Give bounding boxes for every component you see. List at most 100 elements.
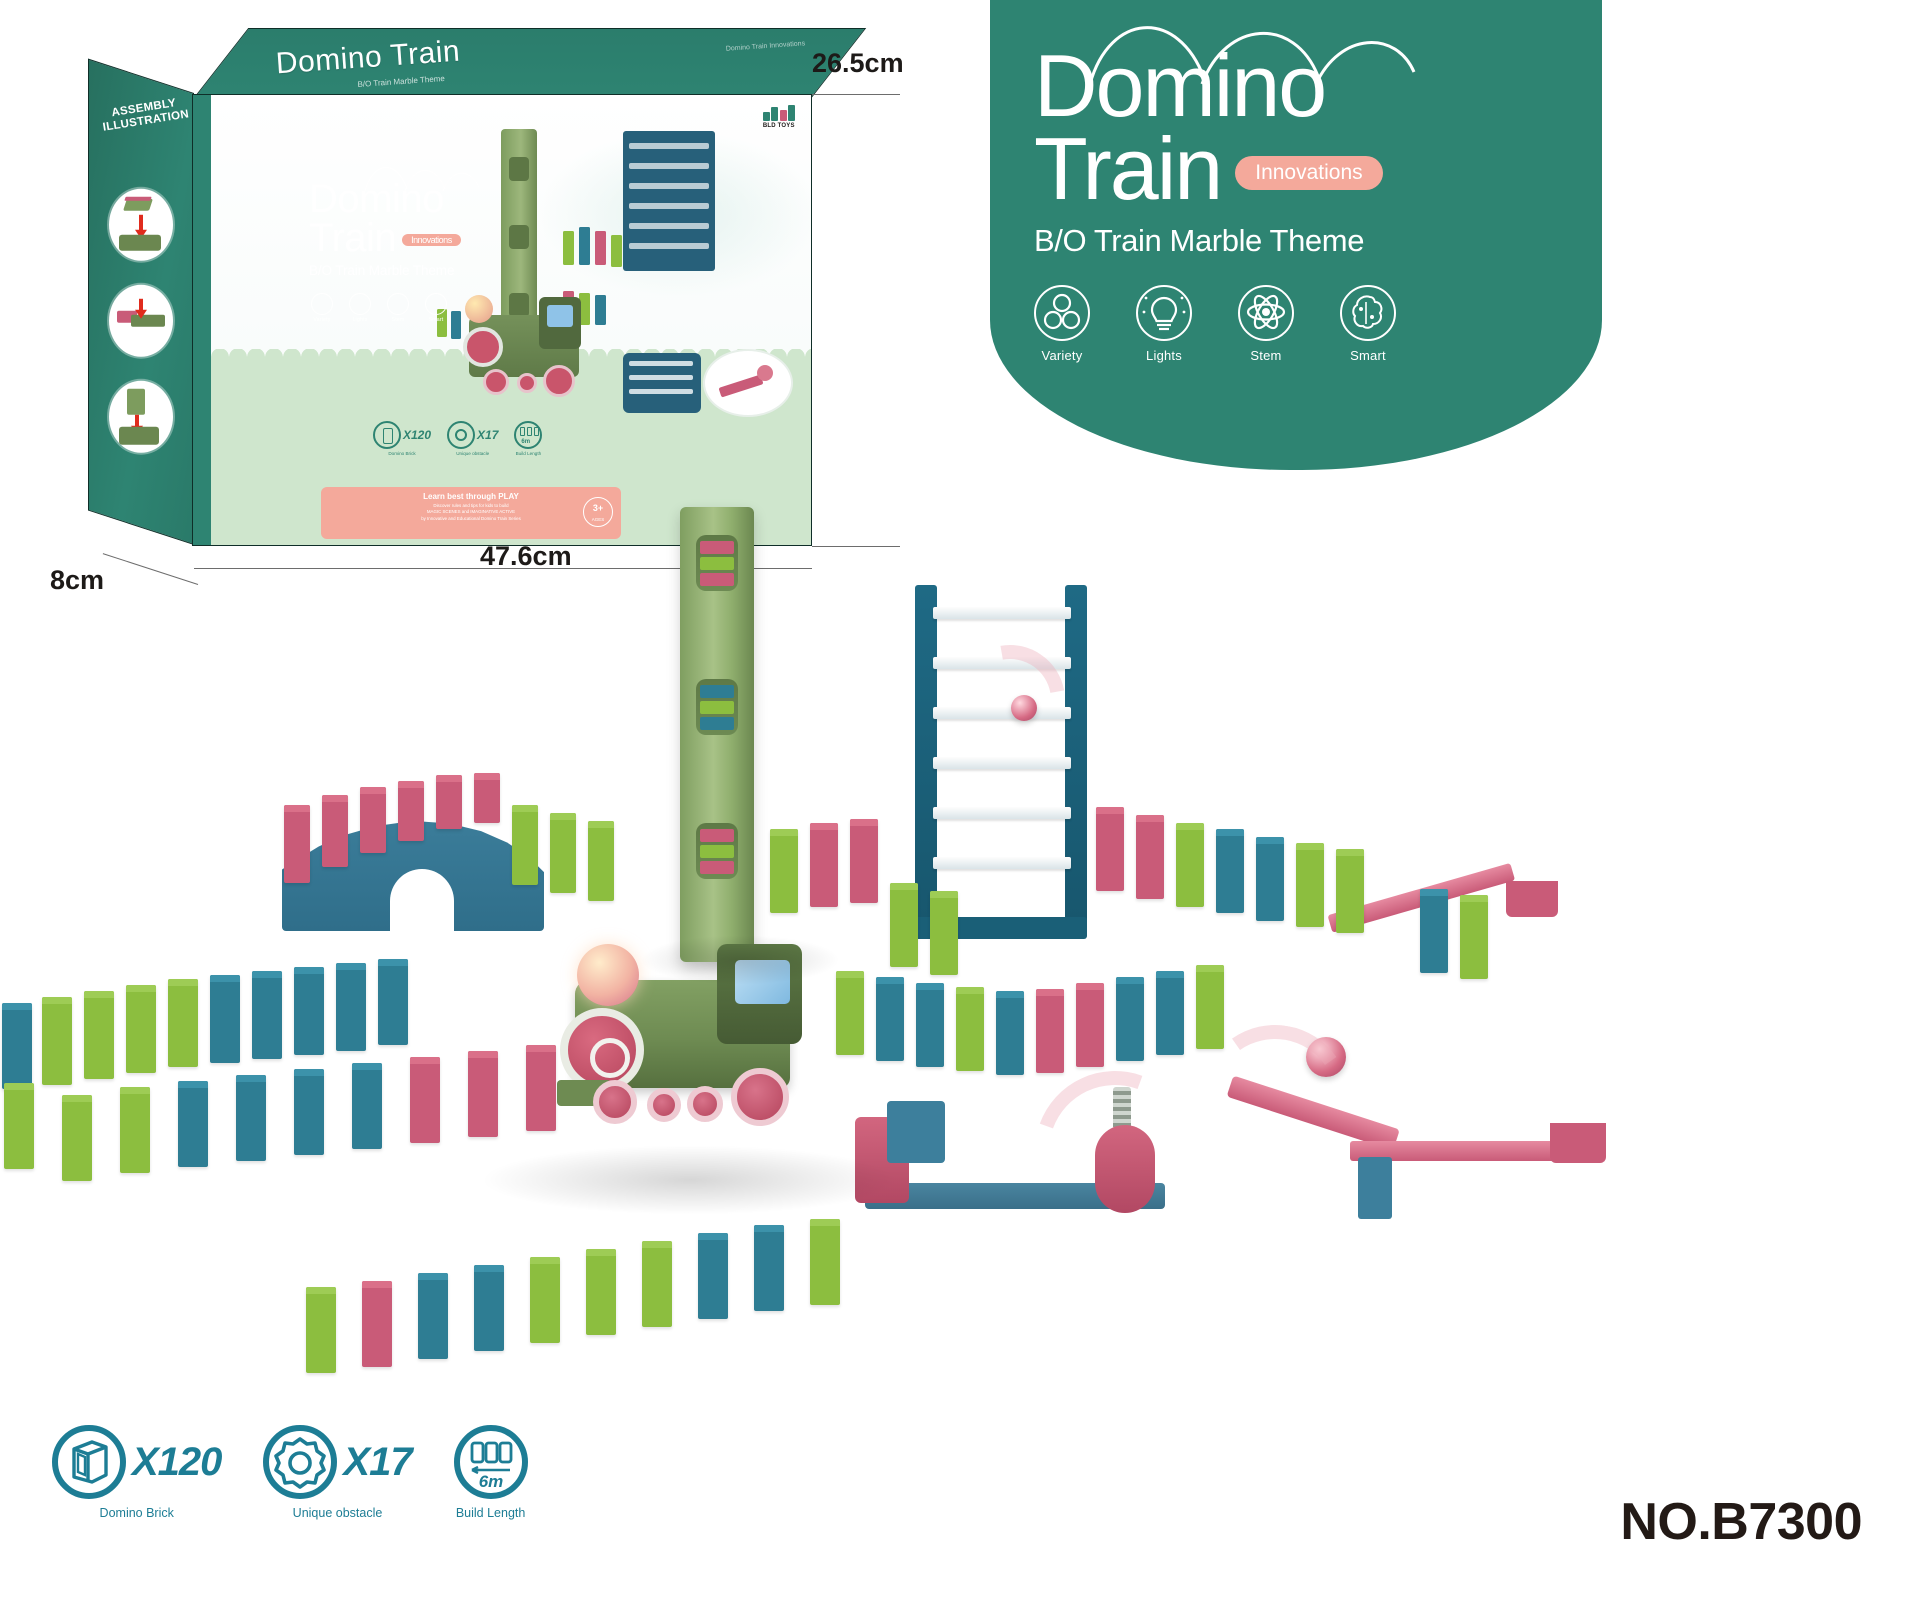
dimension-height-label: 26.5cm bbox=[812, 48, 904, 78]
box-top-mini-text: Domino Train Innovations bbox=[725, 40, 805, 53]
stem-icon bbox=[387, 293, 409, 315]
train-headlamp bbox=[577, 944, 639, 1006]
dimension-width-label: 47.6cm bbox=[480, 541, 572, 571]
train-wheel bbox=[593, 1080, 637, 1124]
spec-label: Unique obstacle bbox=[292, 1506, 383, 1520]
box-front-train-wheel bbox=[483, 369, 509, 395]
box-front-spec-icons: X120 Domino Brick X17 Unique obstacle bbox=[373, 421, 543, 456]
tower-brick bbox=[700, 557, 734, 570]
tower-brick bbox=[700, 541, 734, 554]
spec-label: Build Length bbox=[455, 1506, 526, 1520]
box-spec-label: Unique obstacle bbox=[456, 451, 490, 456]
marble-ball bbox=[1306, 1037, 1346, 1077]
domino-brick-icon bbox=[52, 1425, 126, 1499]
box-front-innovations-badge: Innovations bbox=[402, 233, 461, 247]
tower-brick bbox=[700, 573, 734, 586]
bld-logo-text: BLD TOYS bbox=[762, 123, 795, 129]
specification-icon-row: X120 Domino Brick X17 Unique obstacle bbox=[52, 1425, 528, 1520]
tower-brick bbox=[700, 717, 734, 730]
box-spec-value: X17 bbox=[477, 428, 499, 442]
right-track-cup bbox=[1506, 881, 1558, 917]
assembly-step-1-bubble bbox=[109, 188, 173, 261]
gear-obstacle-icon bbox=[447, 421, 476, 449]
feature-label: Smart bbox=[1350, 347, 1386, 363]
feature-label: Variety bbox=[1041, 347, 1083, 363]
box-front-train-wheel bbox=[517, 373, 537, 393]
age-badge: 3+ AGES bbox=[583, 497, 613, 527]
build-length-value: 6m bbox=[478, 1472, 503, 1491]
dimension-line-width bbox=[194, 568, 812, 569]
spec-value: X17 bbox=[343, 1439, 412, 1484]
motion-swoosh bbox=[933, 623, 1087, 777]
feature-icon-stem: Stem bbox=[1238, 284, 1294, 363]
feature-icon-lights: Lights bbox=[1136, 284, 1192, 363]
box-front-marble-wall bbox=[623, 131, 715, 271]
box-front-inset-marblewall bbox=[623, 353, 701, 413]
box-front-title-line1: Domino bbox=[309, 177, 444, 221]
headline-subtitle: B/O Train Marble Theme bbox=[1034, 222, 1365, 258]
headline-arc-decoration bbox=[1088, 26, 1416, 85]
marble-tower-shelf bbox=[933, 857, 1071, 869]
box-spec-label: Domino Brick bbox=[388, 451, 416, 456]
domino-dispenser-tower bbox=[680, 507, 754, 962]
marble-tower-shelf bbox=[933, 607, 1071, 619]
domino-brick-icon bbox=[373, 421, 401, 449]
variety-icon bbox=[1034, 284, 1090, 341]
lights-icon bbox=[349, 293, 371, 315]
stem-icon bbox=[1238, 284, 1294, 341]
innovations-badge: Innovations bbox=[1235, 155, 1383, 190]
marble-tower-base bbox=[915, 917, 1087, 939]
box-feature-icon-lights: Lights bbox=[349, 293, 371, 323]
product-package-box: Domino Train B/O Train Marble Theme Domi… bbox=[88, 28, 900, 585]
box-front-feature-icons: Variety Lights Stem Smart bbox=[311, 293, 447, 323]
box-spec-label: Build Length bbox=[515, 451, 542, 456]
dimension-line-top bbox=[812, 94, 900, 95]
gear-obstacle-icon bbox=[263, 1425, 338, 1499]
box-feature-icon-variety: Variety bbox=[311, 293, 333, 323]
box-feature-label: Lights bbox=[352, 317, 368, 323]
bld-toys-logo: BLD TOYS bbox=[762, 105, 795, 129]
launcher-plate bbox=[887, 1101, 945, 1163]
train-window bbox=[735, 960, 790, 1004]
assembly-step-2-bubble bbox=[109, 284, 173, 357]
feature-icon-variety: Variety bbox=[1034, 284, 1090, 363]
spec-domino-brick: X120 Domino Brick bbox=[52, 1425, 222, 1520]
assembly-step-3-bubble bbox=[109, 380, 173, 453]
ramp-obstacle bbox=[1188, 1013, 1630, 1225]
tower-brick bbox=[700, 685, 734, 698]
train-face-ring bbox=[590, 1038, 630, 1078]
dimension-depth-label: 8cm bbox=[50, 565, 105, 595]
marble-tower-shelf bbox=[933, 807, 1071, 819]
ramp-post bbox=[1358, 1157, 1392, 1219]
box-front-train-wheel bbox=[543, 365, 575, 397]
lights-icon bbox=[1136, 284, 1192, 341]
main-product-scene bbox=[0, 505, 1920, 1605]
smart-icon bbox=[425, 293, 447, 315]
tower-brick bbox=[700, 829, 734, 842]
train-front-face bbox=[560, 1008, 644, 1092]
motion-swoosh bbox=[1008, 1044, 1222, 1258]
box-front-domino-tower bbox=[501, 129, 537, 344]
feature-label: Lights bbox=[1146, 347, 1182, 363]
box-spec-build-length: 6m Build Length bbox=[514, 421, 543, 456]
marble-run-tower bbox=[915, 585, 1087, 939]
train-wheel bbox=[687, 1086, 723, 1122]
box-front-train-face bbox=[463, 327, 503, 367]
bridge-arch-opening bbox=[390, 869, 454, 931]
spec-unique-obstacle: X17 Unique obstacle bbox=[263, 1425, 413, 1520]
headline-title-line1: Domino bbox=[1034, 36, 1327, 135]
ramp-catch-cup bbox=[1550, 1123, 1606, 1163]
right-track-module bbox=[1327, 862, 1560, 965]
train-wheel bbox=[647, 1088, 681, 1122]
product-number-label: NO.B7300 bbox=[1620, 1493, 1862, 1551]
tower-brick bbox=[700, 845, 734, 858]
pink-banner-body: Discover rules and tips for kids to buil… bbox=[421, 503, 521, 521]
feature-icon-smart: Smart bbox=[1340, 284, 1396, 363]
launcher-hub bbox=[1095, 1125, 1155, 1213]
